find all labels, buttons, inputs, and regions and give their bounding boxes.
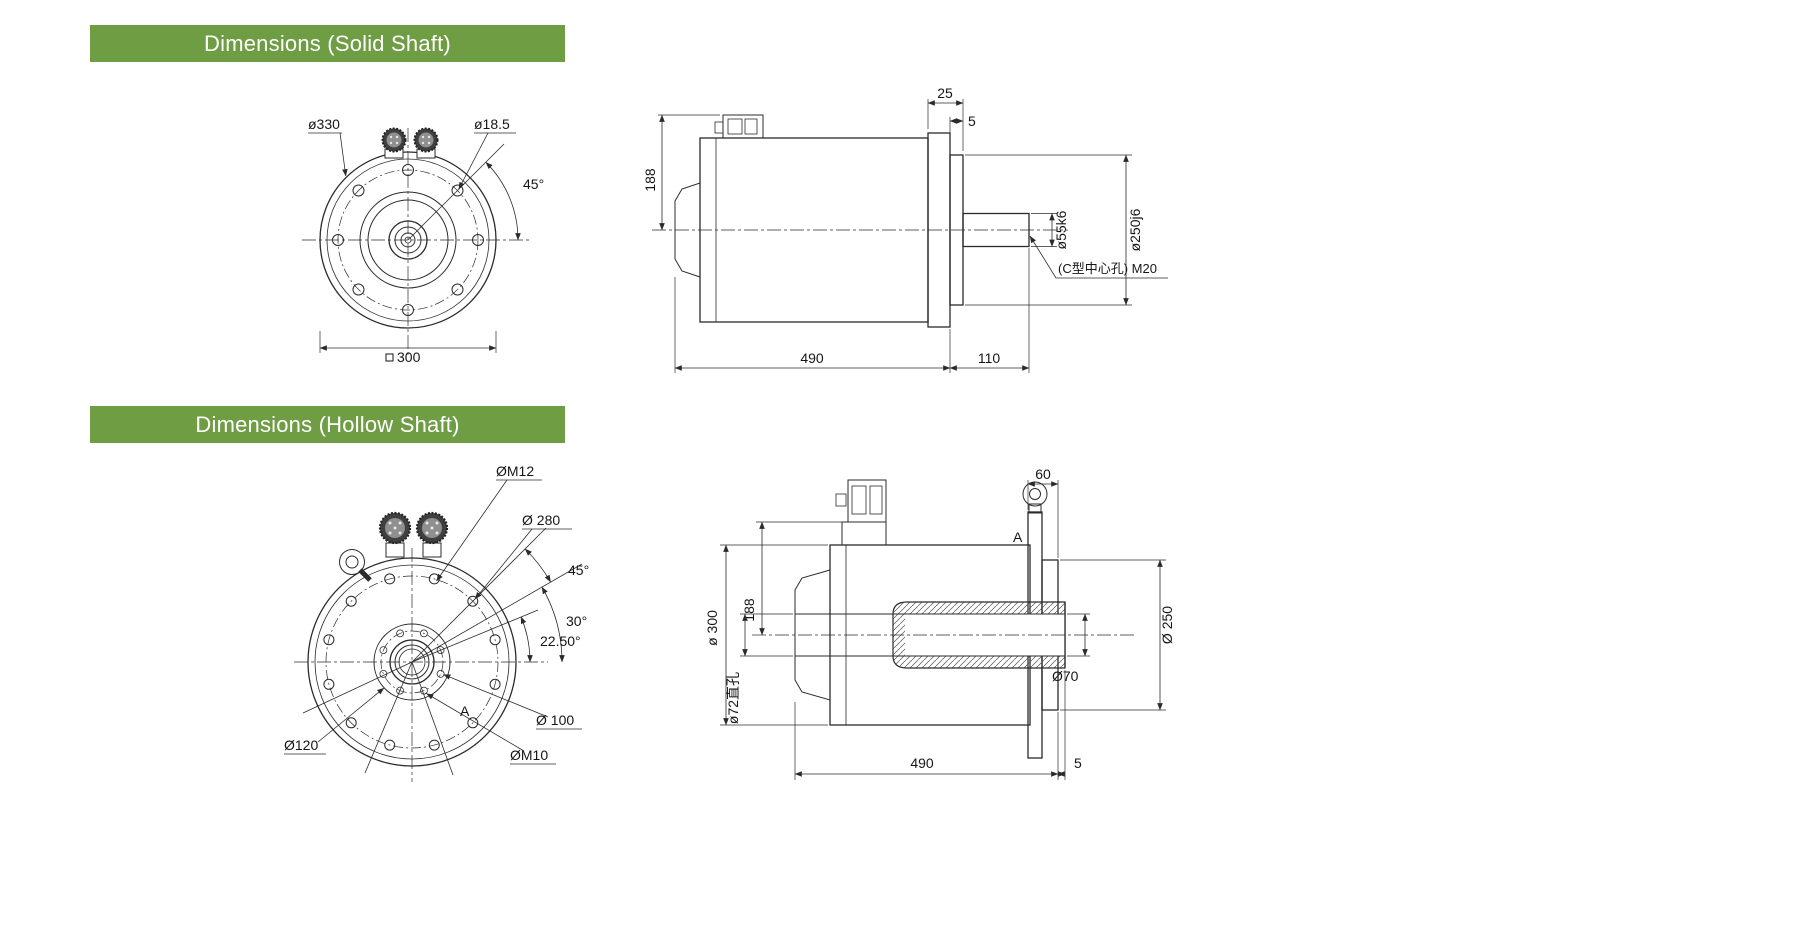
hollow-front-eyebolt bbox=[339, 549, 372, 582]
connector-plug-icon bbox=[835, 493, 847, 507]
connector-plug-icon bbox=[415, 511, 449, 545]
dim-center-height-label: 188 bbox=[642, 168, 658, 192]
hollow-front-dimensions: ØM12 Ø 280 45° 30° 22.50° Ø 100 Ø120 ØM1… bbox=[284, 463, 589, 765]
solid-side-connector bbox=[714, 114, 764, 139]
dim-bore-diameter-label: ø72直孔 bbox=[725, 672, 741, 724]
dim-center-height-label: 188 bbox=[741, 598, 757, 622]
solid-shaft-header: Dimensions (Solid Shaft) bbox=[90, 25, 565, 62]
hollow-shaft-title: Dimensions (Hollow Shaft) bbox=[195, 411, 460, 437]
section-a-label: A bbox=[460, 703, 470, 719]
dim-spigot-depth-label: 5 bbox=[968, 113, 976, 129]
hollow-side-connector bbox=[835, 479, 887, 546]
dim-center-hole-label: (C型中心孔) M20 bbox=[1058, 261, 1157, 276]
solid-side-dimensions: 25 5 188 ø55k6 ø250j6 (C型中心孔) M20 bbox=[642, 85, 1168, 373]
dim-shaft-diameter-label: ø55k6 bbox=[1053, 210, 1069, 249]
dim-body-length-label: 490 bbox=[800, 350, 824, 366]
hollow-front-view: ØM12 Ø 280 45° 30° 22.50° Ø 100 Ø120 ØM1… bbox=[284, 463, 589, 782]
dim-spigot-diameter-label: Ø 250 bbox=[1159, 606, 1175, 644]
dim-hub-diameter-label: Ø120 bbox=[284, 737, 318, 753]
dim-outer-diameter-label: ø330 bbox=[308, 116, 340, 132]
solid-side-view: 25 5 188 ø55k6 ø250j6 (C型中心孔) M20 bbox=[642, 85, 1168, 373]
eyebolt-ring-icon bbox=[1022, 481, 1048, 507]
dim-shaft-length-label: 110 bbox=[978, 350, 1001, 366]
eyebolt-ring-icon bbox=[339, 549, 365, 575]
dim-hole-diameter-label: ø18.5 bbox=[474, 116, 510, 132]
connector-plug-icon bbox=[381, 127, 407, 153]
hollow-side-eyebolt bbox=[1022, 481, 1048, 514]
dim-bolt-thread-label: ØM12 bbox=[496, 463, 534, 479]
shaft bbox=[962, 212, 1030, 248]
solid-front-view: ø330 ø18.5 45° 300 bbox=[302, 116, 544, 365]
dim-square-width-label: 300 bbox=[397, 349, 421, 365]
hollow-side-dimensions: A 60 188 ø 300 ø72直孔 Ø70 bbox=[704, 466, 1175, 780]
solid-front-connectors bbox=[381, 127, 439, 159]
dim-angle-22-5-label: 22.50° bbox=[540, 633, 581, 649]
connector-plug-icon bbox=[378, 511, 412, 545]
section-a-label: A bbox=[1013, 529, 1023, 545]
dim-angle-label: 45° bbox=[523, 176, 544, 192]
hollow-shaft-header: Dimensions (Hollow Shaft) bbox=[90, 406, 565, 443]
hollow-side-view: A 60 188 ø 300 ø72直孔 Ø70 bbox=[704, 466, 1175, 780]
dim-small-thread-label: ØM10 bbox=[510, 747, 548, 763]
dim-spigot-diameter-label: ø250j6 bbox=[1127, 208, 1143, 251]
hollow-front-bolt-holes bbox=[323, 573, 501, 751]
dim-angle-30-label: 30° bbox=[566, 613, 587, 629]
square-symbol bbox=[385, 353, 394, 362]
solid-shaft-title: Dimensions (Solid Shaft) bbox=[204, 30, 451, 56]
connector-plug-icon bbox=[714, 121, 724, 134]
dim-body-diameter-label: ø 300 bbox=[704, 610, 720, 646]
solid-front-dimensions: ø330 ø18.5 45° 300 bbox=[308, 116, 544, 365]
dim-plate-width-label: 5 bbox=[1074, 755, 1082, 771]
dim-end-width-label: 60 bbox=[1035, 466, 1051, 482]
dim-angle-45-label: 45° bbox=[568, 562, 589, 578]
dim-bolt-circle-label: Ø 280 bbox=[522, 512, 560, 528]
dim-flange-width-label: 25 bbox=[937, 85, 953, 101]
connector-plug-icon bbox=[413, 127, 439, 153]
hollow-front-connectors bbox=[378, 511, 449, 558]
dim-body-length-label: 490 bbox=[910, 755, 934, 771]
